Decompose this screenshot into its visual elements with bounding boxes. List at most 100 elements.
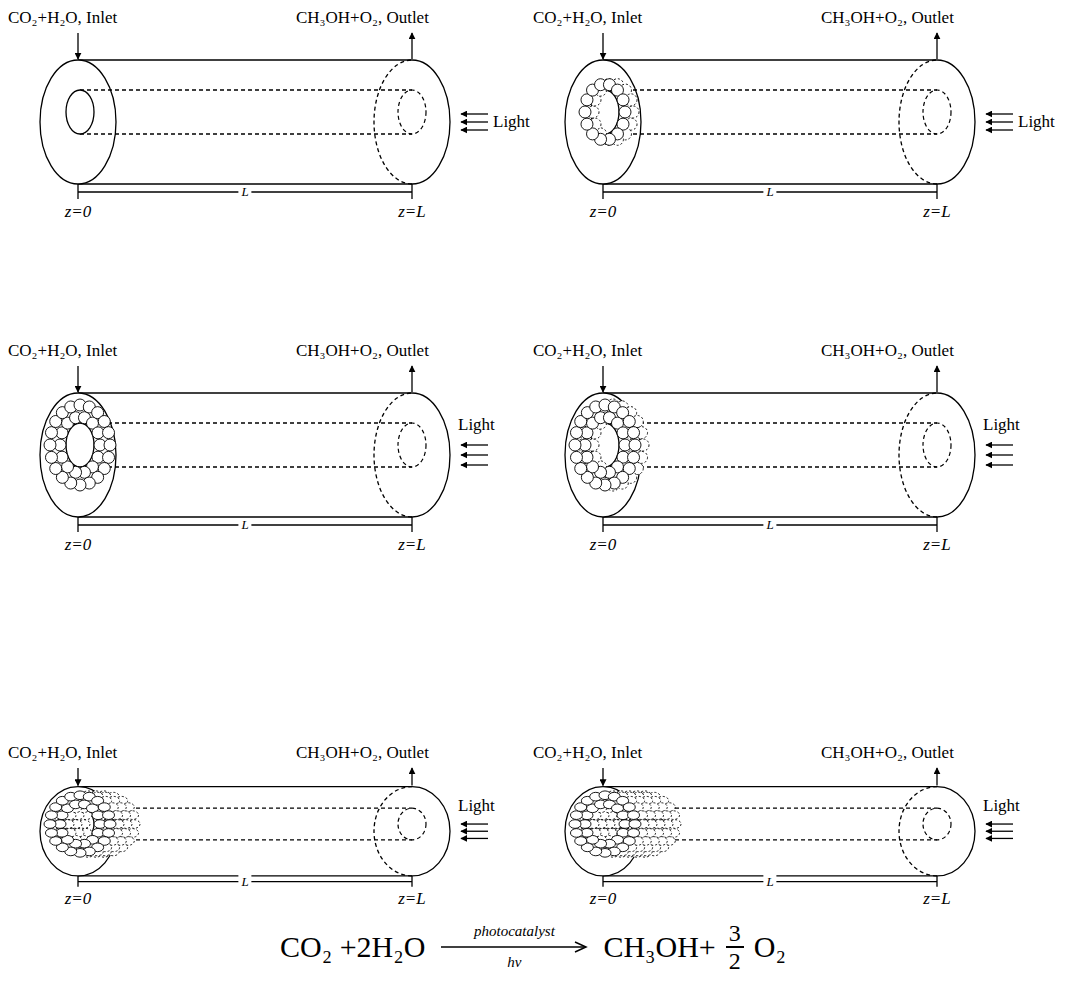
inlet-end: [565, 60, 641, 184]
oxygen: O₂: [754, 930, 786, 964]
light-arrow: [461, 129, 488, 130]
outlet-label: CH₃OH+O₂, Outlet: [296, 743, 429, 763]
catalyst-bead: [569, 820, 581, 829]
outlet-end-hidden: [374, 393, 412, 517]
catalyst-bead: [104, 820, 116, 829]
outlet-end: [937, 787, 975, 876]
inner-tube-wall: [80, 422, 412, 423]
fraction-bar: [726, 946, 744, 948]
tube-wall: [603, 392, 937, 393]
outlet-end-hidden: [374, 60, 412, 184]
inlet-end: [40, 787, 116, 876]
light-arrow: [461, 838, 488, 839]
tube-wall: [78, 392, 412, 393]
fraction: 3 2: [726, 920, 744, 974]
catalyst-bead: [617, 94, 629, 106]
light-arrow: [986, 831, 1013, 832]
inner-tube-wall: [80, 133, 412, 134]
catalyst-bead: [581, 118, 593, 130]
length-label: L: [238, 875, 251, 889]
light-label: Light: [458, 415, 495, 435]
position-label: z=L: [923, 202, 951, 222]
position-label: z=L: [398, 202, 426, 222]
inner-tube-wall: [605, 466, 937, 467]
inlet-end: [40, 60, 116, 184]
inner-tube-mouth: [66, 90, 94, 134]
position-label: z=0: [590, 202, 617, 222]
fraction-number: 2: [729, 948, 741, 974]
light-label: Light: [458, 796, 495, 816]
catalyst-bead: [628, 427, 640, 439]
catalyst-label: photocatalyst: [474, 923, 555, 940]
outlet-end-hidden: [899, 60, 937, 184]
tube-wall: [603, 59, 937, 60]
catalyst-bead: [50, 463, 62, 475]
catalyst-text: photocatalyst: [474, 923, 555, 939]
fraction-number: 3: [729, 920, 741, 946]
catalyst-bead: [629, 820, 641, 829]
outlet-label: CH₃OH+O₂, Outlet: [821, 341, 954, 361]
light-arrow: [986, 838, 1013, 839]
light-arrow: [986, 129, 1013, 130]
catalyst-bead: [44, 820, 56, 829]
catalyst-beads: [44, 791, 140, 857]
outlet-end-hidden: [899, 393, 937, 517]
inner-tube-end: [398, 423, 426, 467]
catalyst-bead: [570, 451, 582, 463]
catalyst-bead: [103, 829, 115, 838]
inlet-label: CO₂+H₂O, Inlet: [533, 8, 642, 28]
outlet-end: [412, 787, 450, 876]
light-arrow: [986, 464, 1013, 465]
inlet-arrow: [602, 366, 603, 392]
catalyst-bead: [623, 415, 635, 427]
inner-tube-end: [398, 808, 426, 840]
catalyst-bead: [570, 829, 582, 838]
length-label: L: [763, 518, 776, 532]
light-label: Light: [983, 796, 1020, 816]
catalyst-bead: [45, 427, 57, 439]
catalyst-beads: [579, 79, 639, 146]
inner-tube-wall: [605, 89, 937, 90]
catalyst-bead: [98, 803, 110, 812]
numerator: 3: [729, 920, 741, 946]
position-label: z=0: [65, 202, 92, 222]
reactor-panel: [565, 366, 1013, 532]
outlet-end-hidden: [899, 787, 937, 876]
light-arrow: [461, 464, 488, 465]
outlet-arrow: [411, 768, 412, 786]
length-label: L: [763, 185, 776, 199]
arrow-shaft: [441, 946, 585, 948]
inlet-arrow: [77, 33, 78, 59]
inner-tube-end: [923, 423, 951, 467]
catalyst-beads: [569, 791, 681, 857]
length-label: L: [763, 875, 776, 889]
position-label: z=0: [65, 535, 92, 555]
outlet-arrow: [411, 366, 412, 392]
light-arrow: [986, 121, 1013, 122]
position-label: z=0: [590, 535, 617, 555]
position-label: z=L: [398, 535, 426, 555]
light-energy-text: hv: [507, 954, 521, 970]
reactor-panel: [565, 768, 1013, 887]
reactants: CO₂ +2H₂O: [280, 930, 425, 964]
light-arrow: [461, 121, 488, 122]
catalyst-bead: [628, 451, 640, 463]
light-arrow: [986, 444, 1013, 445]
catalyst-bead: [629, 439, 641, 451]
catalyst-beads: [44, 399, 116, 491]
light-arrow: [986, 454, 1013, 455]
inlet-label: CO₂+H₂O, Inlet: [8, 8, 117, 28]
equation-term: CH₃OH+: [603, 930, 715, 963]
arrow-symbol: [439, 940, 589, 954]
catalyst-bead: [104, 439, 116, 451]
light-arrow: [986, 823, 1013, 824]
catalyst-beads: [569, 399, 649, 491]
light-arrow: [461, 823, 488, 824]
outlet-label: CH₃OH+O₂, Outlet: [296, 341, 429, 361]
light-label: Light: [493, 112, 530, 132]
catalyst-bead: [45, 811, 57, 820]
catalyst-bead: [623, 803, 635, 812]
light-arrow: [461, 113, 488, 114]
